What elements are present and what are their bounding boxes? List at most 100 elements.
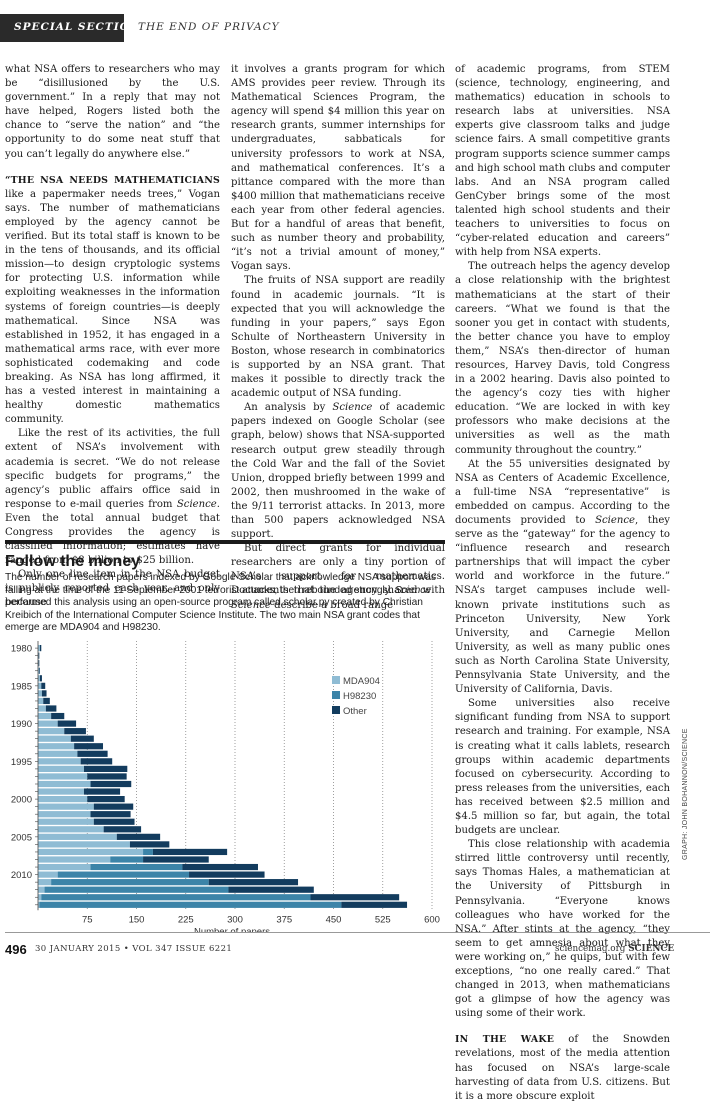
paragraph: what NSA offers to researchers who may b… [5,64,220,160]
italic-journal: Science [231,599,271,611]
lead-in: IN THE WAKE [455,1034,555,1046]
bar-other-2006 [129,841,170,848]
paragraph: it involves a grants program for which A… [231,64,445,273]
bar-mda904-2005 [38,833,117,840]
x-tick-label-150: 150 [129,914,145,925]
paragraph-lead: “THE NSA NEEDS MATHEMATICIANS like a pap… [5,174,220,428]
bar-other-1983 [39,667,40,674]
bar-other-1981 [38,652,40,659]
y-tick-label-1990: 1990 [11,719,32,730]
bar-mda904-1995 [38,758,81,765]
paragraph: But direct grants for individual researc… [231,542,445,612]
bar-other-1989 [51,712,65,720]
bar-h98230-2008 [110,856,144,863]
x-tick-label-525: 525 [375,914,391,925]
paragraph-text: At the 55 universities designated by NSA… [455,458,670,526]
bar-mda904-2012 [38,886,45,893]
y-tick-label-2000: 2000 [11,795,32,806]
caption-italic: Science [394,584,432,596]
lead-in: “THE NSA NEEDS MATHEMATICIANS [5,174,220,186]
bar-other-2007 [152,848,228,856]
x-tick-label-300: 300 [227,914,243,925]
bar-mda904-2013 [38,894,42,901]
legend-swatch-h98230 [332,691,340,699]
bar-mda904-2006 [38,841,130,848]
bar-other-2014 [341,901,408,908]
bar-other-1986 [41,690,47,697]
running-header: SPECIAL SECTION THE END OF PRIVACY [0,0,721,50]
paragraph: Only one line item in the NSA budget is … [5,569,220,609]
bar-h98230-2010 [57,871,190,878]
paragraph-text: Like the rest of its activities, the ful… [5,428,220,510]
bar-other-2001 [93,803,134,810]
bar-other-1999 [83,788,121,795]
text-column-2: it involves a grants program for which A… [231,63,445,613]
journal-name: SCIENCE [628,944,675,954]
x-tick-label-225: 225 [178,914,194,925]
section-label: SPECIAL SECTION [14,21,141,33]
x-tick-label-75: 75 [82,914,93,925]
y-tick-label-2010: 2010 [11,870,32,881]
bar-mda904-1980 [38,645,40,652]
bar-other-2010 [189,871,265,878]
legend-label-mda904: MDA904 [343,676,380,687]
bar-other-2013 [310,894,400,901]
section-tab [0,14,124,42]
bar-other-1985 [41,682,46,689]
bar-h98230-2012 [44,886,229,893]
bar-mda904-1993 [38,743,75,750]
bar-other-1992 [70,735,94,742]
bar-other-1980 [39,645,42,652]
paragraph-text: of academic papers indexed on Google Sch… [231,402,445,541]
bar-mda904-2010 [38,871,58,878]
bar-other-1987 [43,697,50,705]
bar-mda904-2014 [38,901,40,908]
bar-h98230-2009 [90,863,183,871]
bar-mda904-2000 [38,796,88,803]
journal-site: sciencemag.org SCIENCE [555,944,674,954]
bar-h98230-2011 [51,879,209,886]
bar-mda904-2002 [38,811,91,818]
bar-mda904-2004 [38,826,104,833]
paragraph-text: like a papermaker needs trees,” Vogan sa… [5,188,220,426]
bar-other-2005 [116,833,161,840]
bar-other-2003 [93,818,135,825]
bar-mda904-2009 [38,863,91,871]
paragraph: Like the rest of its activities, the ful… [5,427,220,568]
paragraph: The fruits of NSA support are readily fo… [231,275,445,400]
paragraph: Some universities also receive significa… [455,698,670,837]
bar-other-1993 [74,743,104,750]
bar-mda904-1988 [38,705,46,712]
x-tick-label-450: 450 [326,914,342,925]
page-number: 496 [5,942,27,957]
paragraph-text: , they serve as the “gateway” for the ag… [455,515,670,696]
legend-swatch-mda904 [332,676,340,684]
bar-other-1997 [87,773,127,780]
paragraph-text: But direct grants for individual researc… [231,543,445,597]
bar-other-2011 [208,879,299,886]
y-tick-label-1980: 1980 [11,644,32,655]
bar-mda904-2008 [38,856,111,863]
caption-text: performed this analysis using an open-so… [5,597,423,634]
bar-mda904-1992 [38,735,71,742]
y-tick-label-1985: 1985 [11,681,32,692]
y-tick-label-2005: 2005 [11,832,32,843]
bar-mda904-1987 [38,697,44,705]
paragraph-text: describe a broad range [270,599,394,611]
text-column-1: what NSA offers to researchers who may b… [5,63,220,611]
bar-h98230-2007 [143,848,153,856]
bar-mda904-2001 [38,803,94,810]
legend-label-other: Other [343,706,367,717]
caption-text: The number of research papers indexed by… [5,572,436,596]
paragraph: of academic programs, from STEM (science… [455,64,670,259]
x-axis-label: Number of papers [194,926,270,932]
bar-h98230-2014 [39,901,342,908]
bar-other-1995 [80,758,113,765]
bar-mda904-2007 [38,848,144,856]
bar-other-1988 [45,705,57,712]
bar-other-1996 [83,765,128,772]
section-title: THE END OF PRIVACY [138,21,280,33]
paragraph: An analysis by Science of academic paper… [231,401,445,542]
legend-label-h98230: H98230 [343,691,376,702]
italic-journal: Science [332,402,373,414]
